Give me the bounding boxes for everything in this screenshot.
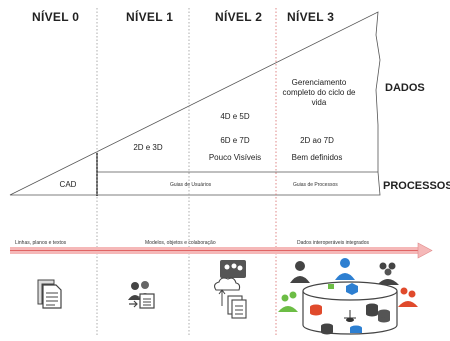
integrated-data-cluster-icon: [278, 258, 418, 335]
level3-dims: 2D ao 7D: [300, 136, 334, 145]
evolution-arrow: [10, 242, 433, 259]
arrow-label-level0: Linhas, planos e textos: [15, 240, 67, 246]
level-3-header: NÍVEL 3: [287, 10, 335, 24]
processos-label: PROCESSOS: [383, 180, 450, 192]
level3-definition: Bem definidos: [291, 153, 343, 162]
process-guides-label: Guias de Processos: [293, 182, 338, 188]
triangle-outline: [9, 11, 381, 196]
people-group-icon: [377, 262, 399, 285]
users-document-icon: [128, 281, 155, 309]
people-red-icon: [398, 287, 418, 307]
document-icon: [37, 279, 62, 309]
level-1-header: NÍVEL 1: [126, 10, 174, 24]
level2-dims-mid: 6D e 7D: [220, 136, 250, 145]
level1-dims: 2D e 3D: [133, 143, 163, 152]
cad-label: CAD: [59, 180, 77, 189]
person-dark-icon: [290, 261, 310, 283]
cloud-documents-icon: [214, 260, 247, 319]
people-green-icon: [278, 291, 298, 312]
dados-label: DADOS: [385, 82, 425, 94]
level-2-header: NÍVEL 2: [215, 10, 263, 24]
level3-lifecycle: Gerenciamento completo do ciclo de vida: [282, 78, 356, 107]
arrow-label-level3: Dados interoperáveis integrados: [297, 240, 369, 246]
person-blue-icon: [335, 258, 355, 280]
level2-dims-top: 4D e 5D: [220, 112, 250, 121]
users-guides-label: Guias de Usuários: [170, 182, 212, 188]
level-0-header: NÍVEL 0: [32, 10, 80, 24]
level2-visibility: Pouco Visíveis: [208, 153, 262, 162]
arrow-label-level1: Modelos, objetos e colaboração: [145, 240, 216, 246]
